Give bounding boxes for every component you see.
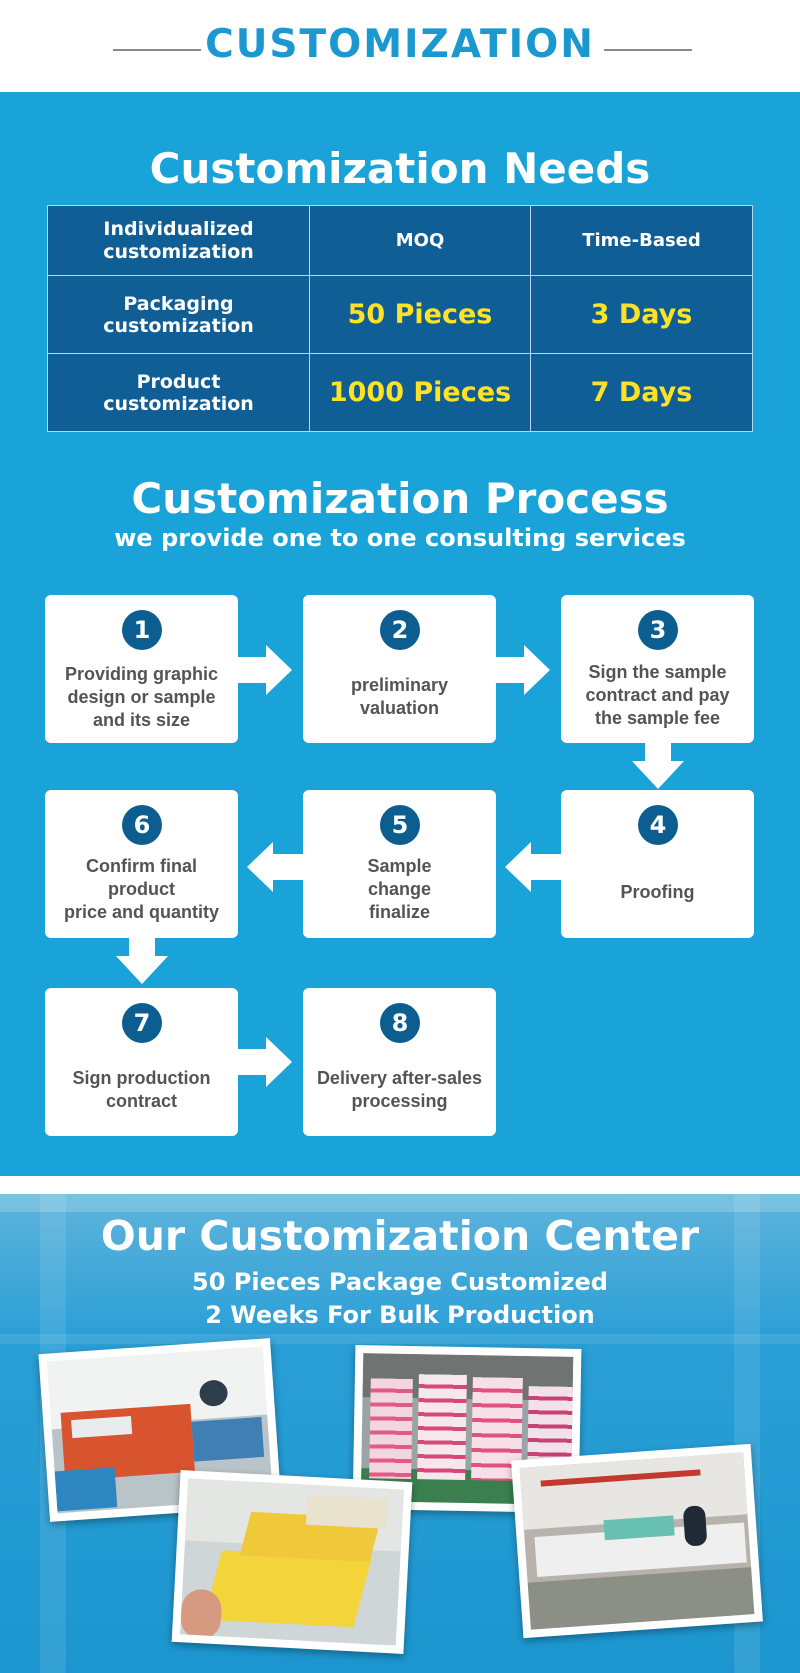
arrow-right-icon [494,645,550,695]
step-number-badge: 8 [380,1003,420,1043]
arrow-right-icon [236,645,292,695]
step-text: Providing graphic design or sample and i… [64,663,219,730]
customization-center-section: Our Customization Center 50 Pieces Packa… [0,1194,800,1673]
arrow-down-icon [632,743,684,789]
row-type: Product customization [47,353,310,432]
table-row: Product customization 1000 Pieces 7 Days [47,353,753,432]
header-divider-left [113,49,201,51]
arrow-down-icon [116,938,168,984]
step-text: Confirm final product price and quantity [63,855,220,922]
process-step-8: 8 Delivery after-sales processing [303,988,496,1136]
needs-title: Customization Needs [149,144,651,193]
step-number-badge: 5 [380,805,420,845]
step-number-badge: 2 [380,610,420,650]
process-step-7: 7 Sign production contract [45,988,238,1136]
process-subtitle: we provide one to one consulting service… [114,524,686,552]
header-moq: MOQ [309,205,531,276]
process-step-2: 2 preliminary valuation [303,595,496,743]
page-title: CUSTOMIZATION [205,22,595,67]
background-shelf [0,1334,800,1344]
background-beam [0,1194,800,1212]
row-moq: 50 Pieces [309,275,531,354]
step-text: preliminary valuation [350,675,449,718]
process-step-6: 6 Confirm final product price and quanti… [45,790,238,938]
top-header: CUSTOMIZATION [0,0,800,92]
step-number-badge: 7 [122,1003,162,1043]
customization-section: Customization Needs Individualized custo… [0,92,800,1176]
center-title: Our Customization Center [100,1212,700,1260]
header-time: Time-Based [530,205,753,276]
table-row: Packaging customization 50 Pieces 3 Days [47,275,753,354]
step-text: Sample change finalize [367,855,432,922]
row-time: 7 Days [530,353,753,432]
step-number-badge: 4 [638,805,678,845]
center-subtitle-2: 2 Weeks For Bulk Production [205,1301,595,1329]
process-step-4: 4 Proofing [561,790,754,938]
process-step-3: 3 Sign the sample contract and pay the s… [561,595,754,743]
step-text: Sign production contract [72,1068,211,1111]
row-time: 3 Days [530,275,753,354]
step-number-badge: 3 [638,610,678,650]
arrow-right-icon [236,1037,292,1087]
arrow-left-icon [247,842,303,892]
table-header-row: Individualized customization MOQ Time-Ba… [47,205,753,276]
row-type: Packaging customization [47,275,310,354]
factory-photo-products [171,1470,413,1654]
process-step-5: 5 Sample change finalize [303,790,496,938]
header-type: Individualized customization [47,205,310,276]
factory-photo-workshop [511,1443,763,1639]
arrow-left-icon [505,842,561,892]
process-title: Customization Process [131,474,669,523]
step-text: Sign the sample contract and pay the sam… [585,661,730,728]
process-step-1: 1 Providing graphic design or sample and… [45,595,238,743]
step-text: Proofing [620,881,695,902]
needs-table: Individualized customization MOQ Time-Ba… [47,205,753,432]
step-text: Delivery after-sales processing [316,1068,483,1111]
step-number-badge: 6 [122,805,162,845]
row-moq: 1000 Pieces [309,353,531,432]
center-subtitle-1: 50 Pieces Package Customized [192,1268,608,1296]
step-number-badge: 1 [122,610,162,650]
header-divider-right [604,49,692,51]
